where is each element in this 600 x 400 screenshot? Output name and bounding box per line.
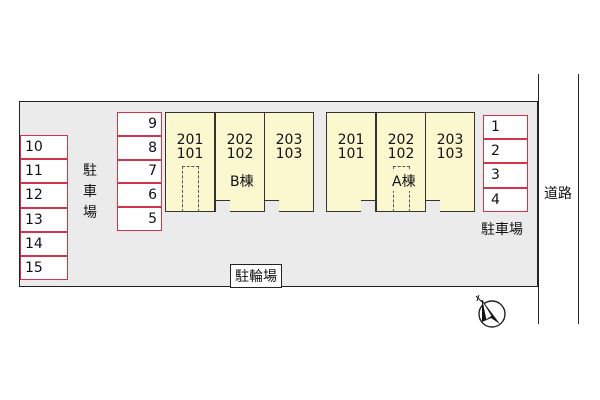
unit-number-upper: 202 bbox=[387, 132, 415, 148]
entry-notch bbox=[426, 200, 440, 213]
parking-stall: 10 bbox=[20, 135, 68, 160]
road-edge-line bbox=[578, 74, 579, 324]
stair-outline bbox=[182, 166, 199, 212]
parking-stall: 7 bbox=[117, 159, 162, 184]
unit-b-2: 202 102 bbox=[215, 112, 265, 213]
unit-number-upper: 201 bbox=[337, 132, 365, 148]
unit-number-lower: 101 bbox=[337, 146, 365, 162]
unit-number-lower: 102 bbox=[387, 146, 415, 162]
parking-left-label: 駐車場 bbox=[83, 163, 97, 221]
unit-number-lower: 101 bbox=[176, 146, 204, 162]
unit-a-1: 201 101 bbox=[326, 112, 376, 213]
unit-b-3: 203 103 bbox=[264, 112, 314, 213]
unit-number-upper: 201 bbox=[176, 132, 204, 148]
bicycle-parking-label: 駐輪場 bbox=[230, 264, 282, 288]
parking-stall: 5 bbox=[117, 207, 162, 231]
entry-notch bbox=[265, 200, 279, 213]
unit-b-1: 201 101 bbox=[165, 112, 215, 212]
parking-stall: 12 bbox=[20, 183, 68, 208]
building-b-label: B棟 bbox=[228, 171, 256, 191]
parking-stall: 11 bbox=[20, 159, 68, 184]
building-a-label: A棟 bbox=[390, 171, 418, 191]
parking-stall: 9 bbox=[117, 112, 162, 136]
entry-notch bbox=[361, 200, 375, 213]
parking-stall: 15 bbox=[20, 256, 68, 281]
parking-stall: 2 bbox=[483, 139, 528, 164]
unit-number-lower: 102 bbox=[226, 146, 254, 162]
unit-number-upper: 203 bbox=[436, 132, 464, 148]
parking-stall: 14 bbox=[20, 231, 68, 256]
parking-stall: 13 bbox=[20, 207, 68, 232]
road-edge-line bbox=[538, 74, 539, 324]
unit-number-lower: 103 bbox=[275, 146, 303, 162]
parking-stall: 3 bbox=[483, 163, 528, 188]
road-label: 道路 bbox=[544, 186, 572, 202]
unit-number-lower: 103 bbox=[436, 146, 464, 162]
unit-number-upper: 203 bbox=[275, 132, 303, 148]
unit-a-2: 202 102 bbox=[376, 112, 426, 212]
north-arrow-icon bbox=[474, 294, 508, 330]
parking-right-label: 駐車場 bbox=[481, 222, 523, 238]
entry-notch bbox=[216, 200, 230, 213]
parking-stall: 4 bbox=[483, 187, 528, 212]
parking-stall: 8 bbox=[117, 135, 162, 160]
parking-stall: 1 bbox=[483, 115, 528, 140]
unit-a-3: 203 103 bbox=[425, 112, 475, 213]
unit-number-upper: 202 bbox=[226, 132, 254, 148]
parking-stall: 6 bbox=[117, 183, 162, 208]
